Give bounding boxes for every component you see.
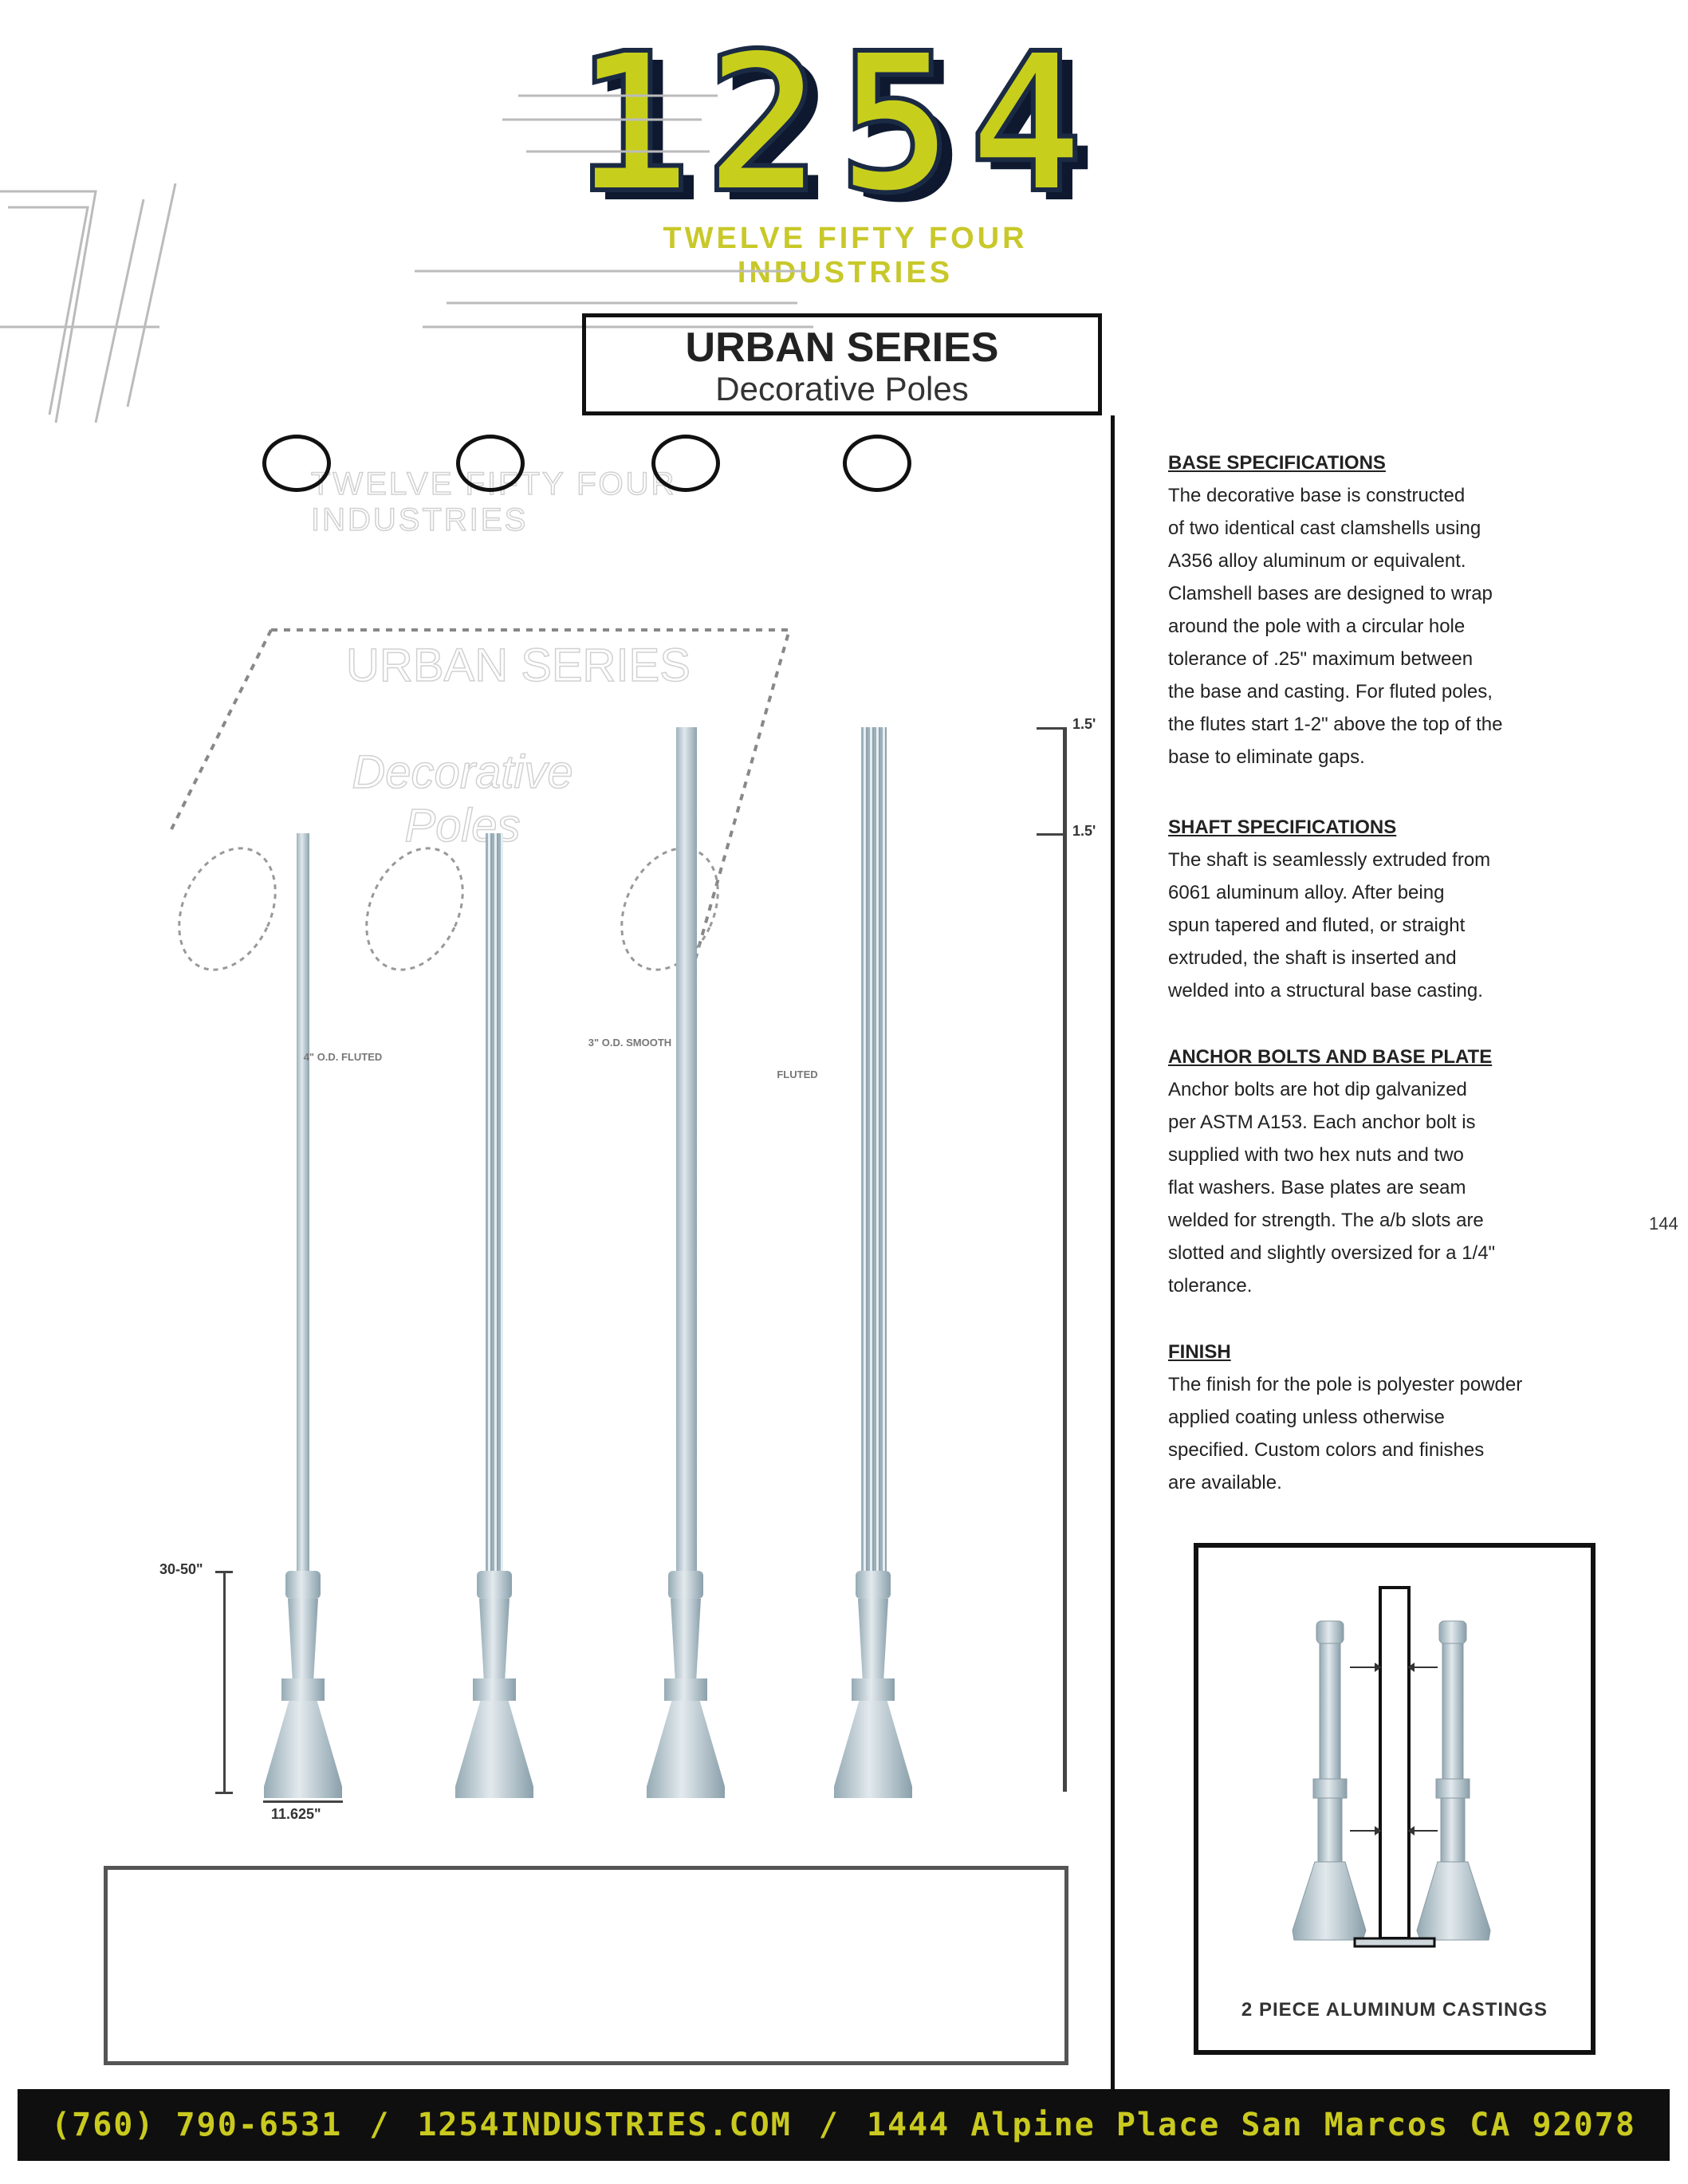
- spec-line: The shaft is seamlessly extruded from: [1168, 849, 1491, 871]
- page-subtitle: Decorative Poles: [715, 370, 969, 407]
- spec-line: Clamshell bases are designed to wrap: [1168, 583, 1493, 604]
- spec-line: are available.: [1168, 1472, 1282, 1493]
- pole-smooth-1: [259, 833, 347, 1798]
- spec-line: welded into a structural base casting.: [1168, 980, 1483, 1001]
- spec-line: 6061 aluminum alloy. After being: [1168, 882, 1445, 903]
- page-number: 144: [1649, 1214, 1678, 1234]
- pole-type-label: FLUTED: [777, 1068, 818, 1080]
- cap-option-3: [626, 435, 746, 492]
- dimension-tick: [1037, 727, 1067, 730]
- base-height-line: [223, 1571, 226, 1794]
- dimension-label-top-b: 1.5': [1072, 823, 1096, 839]
- base-width-line: [263, 1800, 343, 1803]
- footer-address: 1444 Alpine Place San Marcos CA 92078: [866, 2107, 1636, 2143]
- cap-option-4: [817, 435, 937, 492]
- spec-base: BASE SPECIFICATIONS The decorative base …: [1168, 447, 1599, 773]
- spec-line: base to eliminate gaps.: [1168, 746, 1365, 768]
- spec-anchor-bolts: ANCHOR BOLTS AND BASE PLATE Anchor bolts…: [1168, 1041, 1599, 1302]
- footer-phone: (760) 790-6531: [51, 2107, 343, 2143]
- cap-ring-icon: [456, 435, 525, 492]
- spec-line: specified. Custom colors and finishes: [1168, 1439, 1485, 1461]
- ghost-title-echo: URBAN SERIES: [345, 639, 691, 691]
- pole-type-label: 3" O.D. SMOOTH: [588, 1037, 672, 1049]
- spec-line: The decorative base is constructed: [1168, 485, 1466, 506]
- spec-heading: SHAFT SPECIFICATIONS: [1168, 817, 1397, 838]
- options-box: [104, 1866, 1068, 2065]
- spec-line: extruded, the shaft is inserted and: [1168, 947, 1457, 969]
- spec-line: applied coating unless otherwise: [1168, 1407, 1445, 1428]
- ghost-logo-echo-2: [415, 94, 813, 329]
- spec-heading: BASE SPECIFICATIONS: [1168, 452, 1386, 474]
- ghost-frame: [170, 628, 792, 1021]
- column-divider: [1111, 415, 1115, 2090]
- spec-line: of two identical cast clamshells using: [1168, 517, 1481, 539]
- pole-fluted-2: [829, 727, 917, 1798]
- spec-line: supplied with two hex nuts and two: [1168, 1144, 1464, 1166]
- spec-line: the flutes start 1-2" above the top of t…: [1168, 714, 1503, 735]
- base-height-label: 30-50": [159, 1561, 203, 1577]
- spec-finish: FINISH The finish for the pole is polyes…: [1168, 1336, 1599, 1499]
- brand-logo: 1254: [573, 12, 1100, 235]
- ghost-tagline-echo: TWELVE FIFTY FOUR INDUSTRIES: [310, 466, 677, 538]
- spec-line: A356 alloy aluminum or equivalent.: [1168, 550, 1466, 572]
- cap-option-2: [431, 435, 550, 492]
- spec-heading: ANCHOR BOLTS AND BASE PLATE: [1168, 1046, 1493, 1068]
- footer-website: 1254INDUSTRIES.COM: [417, 2107, 792, 2143]
- dimension-tick: [1037, 833, 1067, 836]
- footer-separator: /: [818, 2107, 840, 2143]
- casting-diagram: [1292, 1586, 1491, 1948]
- dimension-label-top-a: 1.5': [1072, 716, 1096, 732]
- spec-line: slotted and slightly oversized for a 1/4…: [1168, 1242, 1496, 1264]
- spec-heading: FINISH: [1168, 1341, 1231, 1363]
- pole-type-label: 4" O.D. FLUTED: [303, 1051, 383, 1063]
- spec-line: spun tapered and fluted, or straight: [1168, 915, 1466, 936]
- footer-separator: /: [369, 2107, 391, 2143]
- series-title-box: URBAN SERIES Decorative Poles: [582, 313, 1102, 415]
- page-title: URBAN SERIES: [685, 325, 999, 371]
- brand-tagline: TWELVE FIFTY FOUR INDUSTRIES: [663, 222, 1028, 289]
- spec-line: per ASTM A153. Each anchor bolt is: [1168, 1112, 1476, 1133]
- spec-line: flat washers. Base plates are seam: [1168, 1177, 1466, 1198]
- spec-line: the base and casting. For fluted poles,: [1168, 681, 1493, 702]
- spec-line: The finish for the pole is polyester pow…: [1168, 1374, 1523, 1395]
- ghost-subtitle-echo: Decorative Poles: [352, 746, 574, 852]
- cap-ring-icon: [262, 435, 331, 492]
- spec-line: tolerance.: [1168, 1275, 1253, 1297]
- dimension-tick: [215, 1571, 233, 1573]
- footer-bar: (760) 790-6531 / 1254INDUSTRIES.COM / 14…: [18, 2089, 1670, 2161]
- dimension-tick: [215, 1792, 233, 1794]
- cap-ring-icon: [651, 435, 720, 492]
- spec-shaft: SHAFT SPECIFICATIONS The shaft is seamle…: [1168, 811, 1599, 1007]
- casting-caption: 2 PIECE ALUMINUM CASTINGS: [1241, 1999, 1548, 2021]
- ghost-logo-echo: [0, 183, 177, 423]
- cap-ring-icon: [843, 435, 911, 492]
- spec-line: around the pole with a circular hole: [1168, 616, 1466, 637]
- base-width-label: 11.625": [271, 1806, 321, 1822]
- casting-diagram-box: 2 PIECE ALUMINUM CASTINGS: [1194, 1543, 1596, 2055]
- spec-line: Anchor bolts are hot dip galvanized: [1168, 1079, 1467, 1100]
- spec-line: tolerance of .25" maximum between: [1168, 648, 1474, 670]
- spec-line: welded for strength. The a/b slots are: [1168, 1210, 1484, 1231]
- pole-smooth-2: [642, 727, 730, 1798]
- height-dimension-line: [1063, 727, 1067, 1792]
- pole-fluted-1: [451, 833, 538, 1798]
- cap-option-1: [237, 435, 356, 492]
